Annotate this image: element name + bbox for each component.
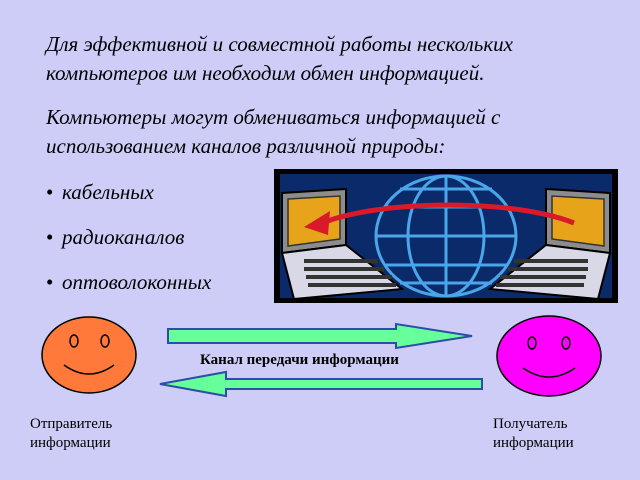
sender-label: Отправитель информации <box>30 415 112 453</box>
sender-smiley-icon <box>41 316 137 394</box>
list-item-label: кабельных <box>62 180 154 204</box>
networked-computers-illustration <box>274 169 618 303</box>
list-item-label: оптоволоконных <box>62 270 212 294</box>
receiver-label-line1: Получатель <box>493 416 568 432</box>
intro-paragraph: Для эффективной и совместной работы неск… <box>46 32 513 85</box>
list-item: • кабельных <box>46 178 211 207</box>
list-item: • оптоволоконных <box>46 268 211 297</box>
bullet-icon: • <box>46 270 54 294</box>
bullet-icon: • <box>46 180 54 204</box>
list-item: • радиоканалов <box>46 223 211 252</box>
list-item-label: радиоканалов <box>62 225 185 249</box>
receiver-label: Получатель информации <box>493 415 574 453</box>
sender-label-line1: Отправитель <box>30 416 113 432</box>
bullet-icon: • <box>46 225 54 249</box>
arrow-right-icon <box>167 322 473 350</box>
sender-label-line2: информации <box>30 435 111 451</box>
channel-types-list: • кабельных • радиоканалов • оптоволоконных <box>46 178 211 313</box>
receiver-smiley-icon <box>496 315 602 397</box>
channels-paragraph: Компьютеры могут обмениваться информацие… <box>46 105 501 158</box>
channel-label: Канал передачи информации <box>200 352 399 368</box>
arrow-left-icon <box>159 370 483 398</box>
receiver-label-line2: информации <box>493 435 574 451</box>
